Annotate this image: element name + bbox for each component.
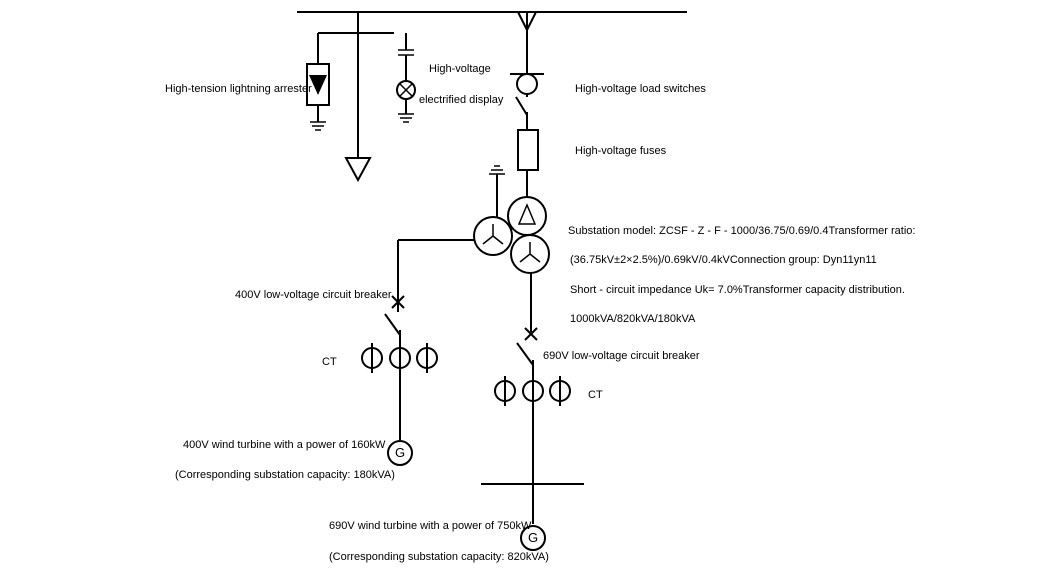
neutral-ground-icon	[489, 165, 505, 217]
ct-left-label: CT	[322, 356, 337, 368]
breaker-690-label: 690V low-voltage circuit breaker	[543, 350, 700, 362]
lightning-arrester-label: High-tension lightning arrester	[165, 83, 312, 95]
transformer-icon	[473, 196, 550, 274]
turbine-400-label-1: 400V wind turbine with a power of 160kW	[183, 439, 386, 451]
ground-terminal-icon	[344, 157, 372, 183]
turbine-690-label-1: 690V wind turbine with a power of 750kW	[329, 520, 532, 532]
turbine-690-label-2: (Corresponding substation capacity: 820k…	[329, 551, 549, 563]
breaker-400-icon	[384, 295, 405, 336]
load-switch-icon	[510, 73, 544, 130]
load-switch-label: High-voltage load switches	[575, 83, 706, 95]
generator-400-icon	[387, 440, 413, 466]
hv-display-label-2: electrified display	[419, 94, 504, 106]
substation-spec-line-2: (36.75kV±2×2.5%)/0.69kV/0.4kVConnection …	[570, 254, 877, 266]
breaker-690-icon	[516, 327, 538, 366]
substation-spec-line-4: 1000kVA/820kVA/180kVA	[570, 313, 696, 325]
breaker-400-label: 400V low-voltage circuit breaker	[235, 289, 392, 301]
turbine-400-label-2: (Corresponding substation capacity: 180k…	[175, 469, 395, 481]
ct-right-icon	[494, 376, 571, 406]
hv-display-icon	[396, 33, 416, 123]
fuse-label: High-voltage fuses	[575, 145, 667, 157]
substation-spec-line-3: Short - circuit impedance Uk= 7.0%Transf…	[570, 284, 905, 296]
generator-690-icon	[520, 525, 546, 551]
hv-fuse-icon	[517, 129, 539, 197]
ct-left-icon	[361, 343, 438, 373]
lightning-arrester-icon	[306, 33, 330, 131]
ct-right-label: CT	[588, 389, 603, 401]
hv-display-label-1: High-voltage	[429, 63, 491, 75]
generator-690-letter: G	[528, 530, 538, 545]
generator-400-letter: G	[395, 445, 405, 460]
substation-spec-line-1: Substation model: ZCSF - Z - F - 1000/36…	[568, 225, 915, 237]
